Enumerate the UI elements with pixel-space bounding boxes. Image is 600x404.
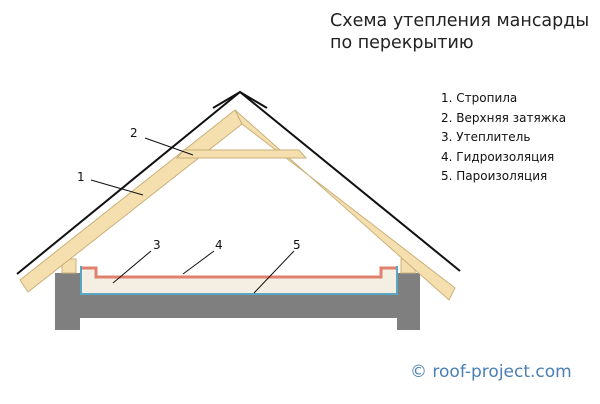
legend-item: 1. Стропила — [441, 91, 518, 105]
diagram-title-line-1: Схема утепления мансарды — [330, 11, 590, 31]
leader-line-4 — [182, 250, 215, 275]
insulation-layer — [82, 268, 396, 293]
leader-line-3 — [112, 250, 152, 284]
callout-3: 3 — [153, 238, 161, 252]
legend-item: 2. Верхняя затяжка — [441, 110, 567, 125]
diagram-title-line-2: по перекрытию — [330, 33, 474, 53]
legend-item: 5. Пароизоляция — [441, 169, 548, 183]
leader-line-1 — [90, 179, 144, 196]
copyright-credit: © roof-project.com — [410, 362, 572, 382]
legend-label: Гидроизоляция — [456, 149, 555, 164]
legend-number: 5 — [441, 169, 449, 183]
leader-line-5 — [253, 250, 295, 294]
legend-number: 3 — [441, 130, 449, 144]
legend-item: 3. Утеплитель — [441, 130, 531, 144]
diagram-title: Схема утепления мансарды по перекрытию — [330, 10, 595, 54]
upper-collar-tie — [175, 149, 308, 159]
legend-label: Верхняя затяжка — [456, 110, 567, 125]
legend-number: 4 — [441, 149, 449, 164]
waterproofing-layer — [82, 266, 396, 279]
legend-label: Пароизоляция — [456, 169, 548, 183]
rafter-right — [234, 109, 456, 301]
callout-1: 1 — [77, 170, 85, 184]
legend: 1. Стропила 2. Верхняя затяжка 3. Утепли… — [441, 89, 566, 187]
callout-5: 5 — [293, 238, 301, 252]
legend-label: Утеплитель — [456, 130, 531, 144]
vapor-barrier-layer — [80, 266, 398, 295]
callout-4: 4 — [215, 238, 223, 252]
legend-label: Стропила — [456, 91, 518, 105]
legend-item: 4. Гидроизоляция — [441, 149, 555, 164]
legend-number: 1 — [441, 91, 449, 105]
roof-ridge-cap — [212, 90, 268, 109]
callout-2: 2 — [130, 126, 138, 140]
leader-line-2 — [144, 137, 194, 156]
legend-number: 2 — [441, 110, 449, 125]
concrete-floor-slab — [55, 273, 420, 330]
